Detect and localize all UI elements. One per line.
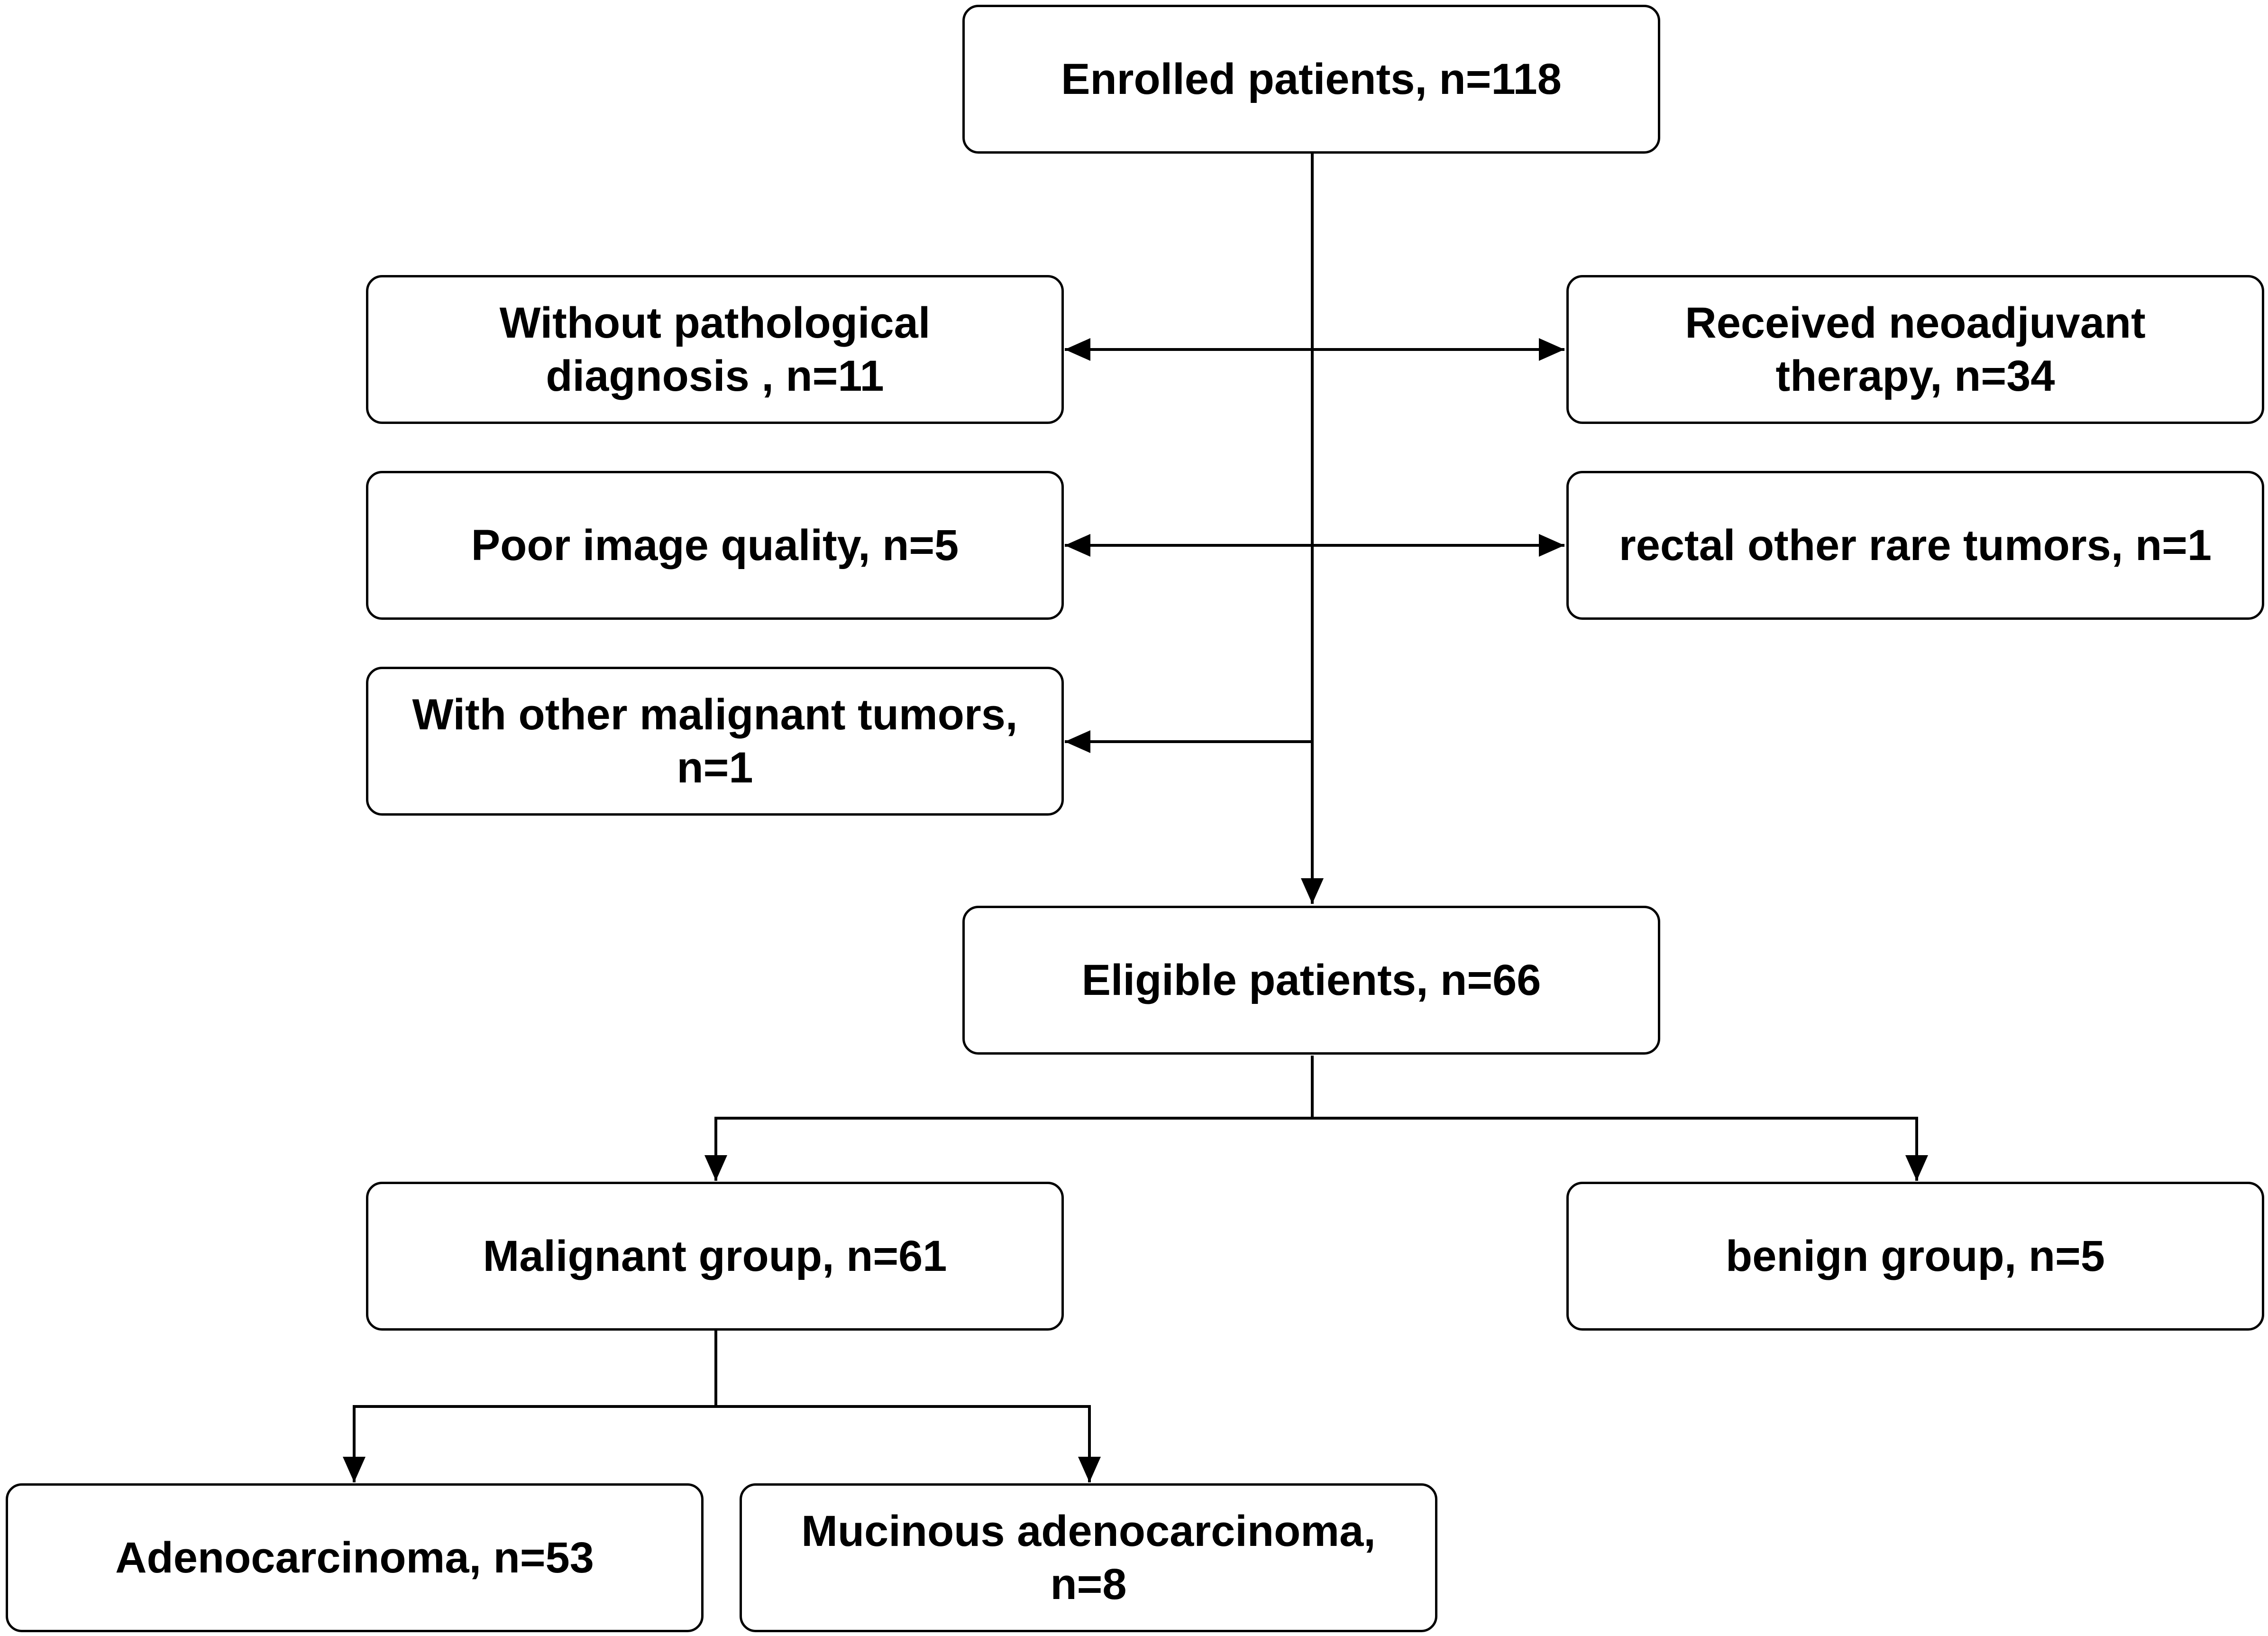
received-neoadjuvant-therapy-label-line2: therapy, n=34 <box>1775 352 2055 400</box>
without-pathological-diagnosis-box: Without pathological diagnosis , n=11 <box>366 275 1064 424</box>
mucinous-adenocarcinoma-label-line2: n=8 <box>1050 1560 1127 1608</box>
adenocarcinoma-label: Adenocarcinoma, n=53 <box>115 1533 594 1582</box>
arrow-to-malignant <box>704 1117 1312 1181</box>
with-other-malignant-tumors-label-line2: n=1 <box>677 744 753 792</box>
benign-group-box: benign group, n=5 <box>1566 1182 2264 1331</box>
adenocarcinoma-box: Adenocarcinoma, n=53 <box>6 1483 704 1632</box>
malignant-group-label: Malignant group, n=61 <box>483 1232 947 1280</box>
arrow-to-benign <box>1312 1117 1928 1181</box>
poor-image-quality-label: Poor image quality, n=5 <box>471 521 959 570</box>
with-other-malignant-tumors-label-line1: With other malignant tumors, <box>412 690 1018 739</box>
with-other-malignant-tumors-box: With other malignant tumors, n=1 <box>366 667 1064 816</box>
rectal-other-rare-tumors-box: rectal other rare tumors, n=1 <box>1566 471 2264 620</box>
mucinous-adenocarcinoma-box: Mucinous adenocarcinoma, n=8 <box>740 1483 1437 1632</box>
without-pathological-diagnosis-label-line2: diagnosis , n=11 <box>546 352 884 400</box>
mucinous-adenocarcinoma-label-line1: Mucinous adenocarcinoma, <box>801 1507 1376 1555</box>
malignant-group-box: Malignant group, n=61 <box>366 1182 1064 1331</box>
eligible-patients-box: Eligible patients, n=66 <box>962 906 1660 1055</box>
received-neoadjuvant-therapy-box: Received neoadjuvant therapy, n=34 <box>1566 275 2264 424</box>
received-neoadjuvant-therapy-label-line1: Received neoadjuvant <box>1685 298 2146 347</box>
poor-image-quality-box: Poor image quality, n=5 <box>366 471 1064 620</box>
arrow-to-mucinous <box>716 1405 1101 1482</box>
enrolled-patients-label: Enrolled patients, n=118 <box>1061 55 1562 103</box>
eligible-patients-label: Eligible patients, n=66 <box>1081 956 1541 1004</box>
benign-group-label: benign group, n=5 <box>1726 1232 2105 1280</box>
without-pathological-diagnosis-label-line1: Without pathological <box>499 298 931 347</box>
rectal-other-rare-tumors-label: rectal other rare tumors, n=1 <box>1619 521 2212 570</box>
arrow-to-adenocarcinoma <box>343 1405 716 1482</box>
enrolled-patients-box: Enrolled patients, n=118 <box>962 5 1660 154</box>
